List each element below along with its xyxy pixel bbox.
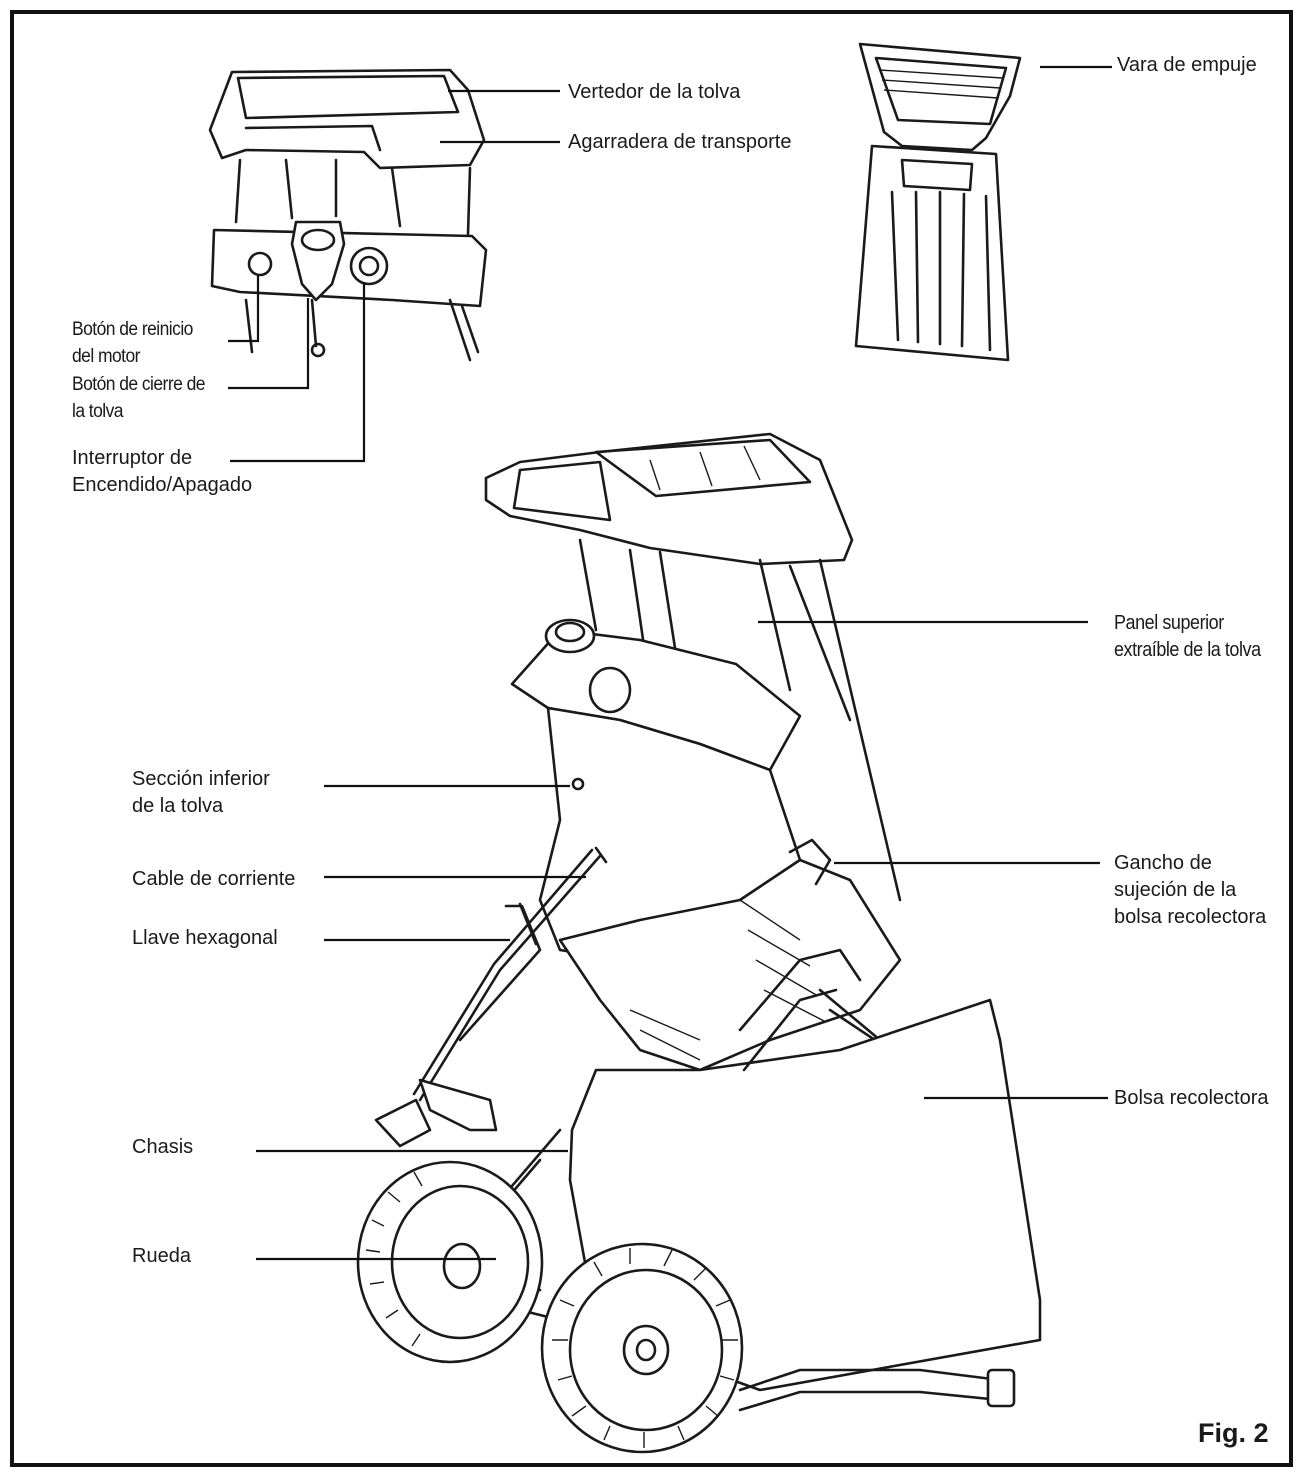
label-rueda: Rueda <box>132 1245 191 1267</box>
label-boton-de-reinicio-line-2: del motor <box>72 346 140 367</box>
label-boton-de-cierre: Botón de cierre de la tolva <box>72 371 205 425</box>
label-interruptor: Interruptor de Encendido/Apagado <box>72 445 252 499</box>
label-gancho-de-sujecion: Gancho de sujeción de la bolsa recolecto… <box>1114 850 1266 931</box>
label-gancho-line-3: bolsa recolectora <box>1114 906 1267 928</box>
figure-caption: Fig. 2 <box>1198 1418 1269 1448</box>
label-llave-hexagonal: Llave hexagonal <box>132 927 278 949</box>
label-bolsa-recolectora: Bolsa recolectora <box>1114 1087 1269 1109</box>
label-panel-superior-line-1: Panel superior <box>1114 612 1224 634</box>
label-gancho-line-1: Gancho de <box>1114 852 1212 874</box>
label-agarradera-de-transporte: Agarradera de transporte <box>568 131 792 153</box>
label-vara-de-empuje: Vara de empuje <box>1117 54 1257 76</box>
rear-wheel <box>356 1160 544 1364</box>
label-boton-de-reinicio: Botón de reinicio del motor <box>72 316 193 370</box>
leader-reinicio <box>228 276 260 343</box>
label-boton-de-cierre-line-1: Botón de cierre de <box>72 374 205 395</box>
leader-cierre <box>228 298 310 390</box>
label-seccion-inferior-line-1: Sección inferior <box>132 768 270 790</box>
hopper-detail-drawing <box>208 68 488 362</box>
label-boton-de-reinicio-line-1: Botón de reinicio <box>72 319 193 340</box>
label-gancho-line-2: sujeción de la <box>1114 879 1237 901</box>
label-interruptor-line-1: Interruptor de <box>72 447 193 469</box>
label-panel-superior-line-2: extraíble de la tolva <box>1114 639 1261 661</box>
front-wheel <box>540 1242 744 1454</box>
label-cable-de-corriente: Cable de corriente <box>132 868 296 890</box>
label-interruptor-line-2: Encendido/Apagado <box>72 474 253 496</box>
leader-lines <box>228 65 1112 1261</box>
label-panel-superior: Panel superior extraíble de la tolva <box>1114 610 1261 664</box>
push-handle-drawing <box>854 42 1022 362</box>
label-seccion-inferior: Sección inferior de la tolva <box>132 766 270 820</box>
shredder-main-drawing <box>356 432 1042 1454</box>
label-boton-de-cierre-line-2: la tolva <box>72 401 124 422</box>
leader-interruptor <box>230 282 366 463</box>
label-chasis: Chasis <box>132 1136 194 1158</box>
label-vertedor-de-la-tolva: Vertedor de la tolva <box>568 81 741 103</box>
figure-frame <box>10 10 1293 1467</box>
label-seccion-inferior-line-2: de la tolva <box>132 795 224 817</box>
